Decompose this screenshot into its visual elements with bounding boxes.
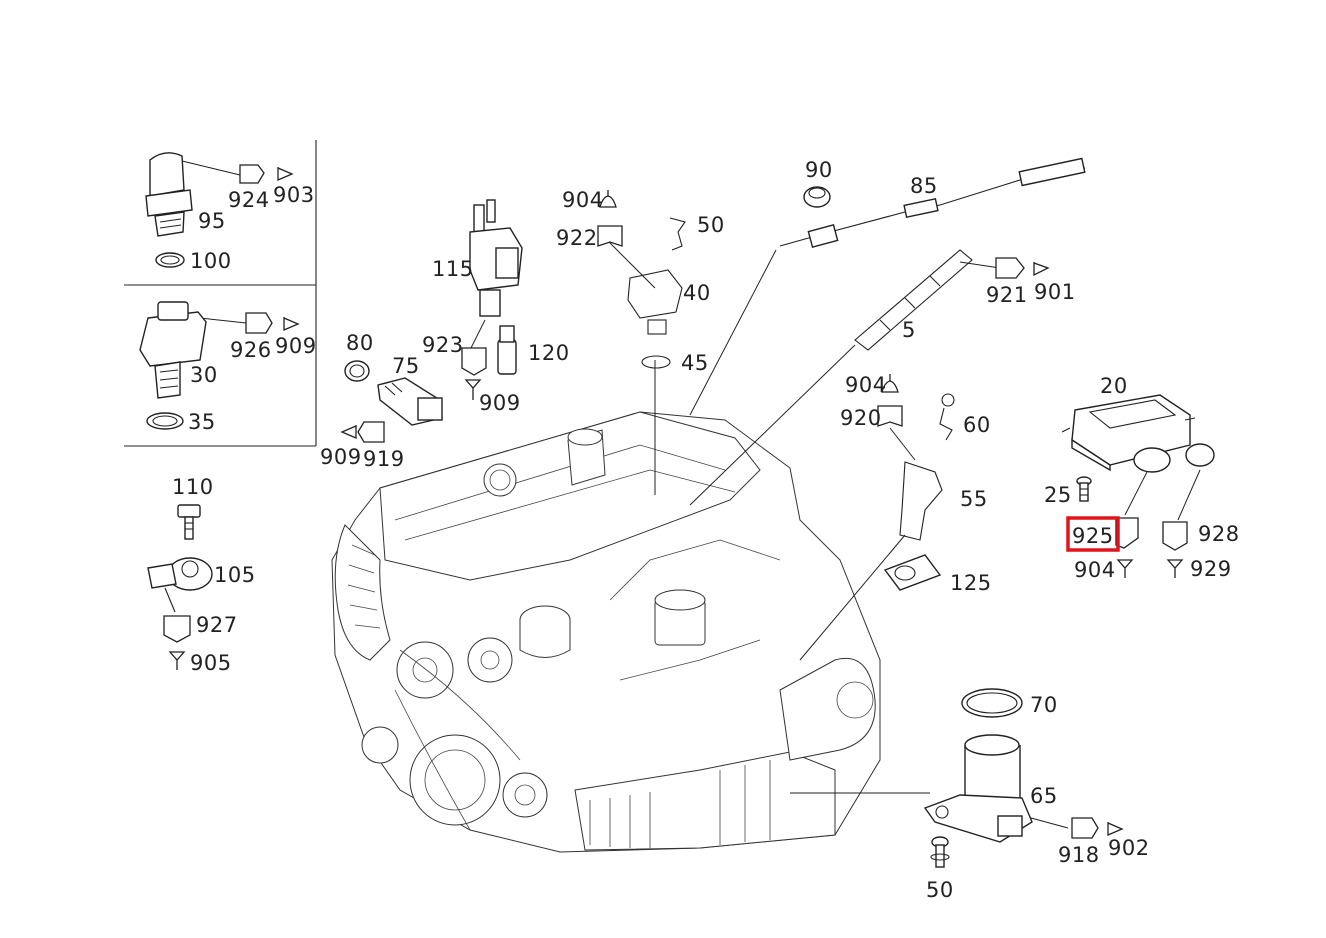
symbol-921 <box>995 257 1025 279</box>
label-904c[interactable]: 904 <box>1074 558 1116 582</box>
part-90-plug <box>803 186 831 208</box>
symbol-927 <box>163 615 191 643</box>
part-120-hose <box>497 325 517 375</box>
label-45[interactable]: 45 <box>681 351 709 375</box>
symbol-904b <box>881 374 899 393</box>
symbol-919 <box>357 421 385 443</box>
part-40-connector <box>627 269 683 335</box>
label-50b[interactable]: 50 <box>926 878 954 902</box>
label-35[interactable]: 35 <box>188 410 216 434</box>
part-60-clip <box>939 393 955 441</box>
symbol-909c <box>340 425 357 439</box>
part-55-sensor <box>899 461 943 541</box>
label-65[interactable]: 65 <box>1030 784 1058 808</box>
label-926[interactable]: 926 <box>230 338 272 362</box>
label-125[interactable]: 125 <box>950 571 992 595</box>
symbol-926 <box>245 312 273 334</box>
label-105[interactable]: 105 <box>214 563 256 587</box>
label-115[interactable]: 115 <box>432 257 474 281</box>
part-5-injector-rail <box>854 249 973 351</box>
inset-frame <box>124 140 317 447</box>
symbol-909a <box>283 317 300 331</box>
label-25[interactable]: 25 <box>1044 483 1072 507</box>
label-901[interactable]: 901 <box>1034 280 1076 304</box>
part-80-seal-ring <box>344 360 370 382</box>
part-50-bolt <box>930 836 950 868</box>
label-923[interactable]: 923 <box>422 333 464 357</box>
label-30[interactable]: 30 <box>190 363 218 387</box>
part-70-seal-ring <box>961 688 1023 718</box>
part-30-sensor <box>139 301 207 399</box>
label-919[interactable]: 919 <box>363 447 405 471</box>
label-50a[interactable]: 50 <box>697 213 725 237</box>
part-65-oil-level-sensor <box>923 734 1033 843</box>
part-20-control-unit <box>1061 394 1215 473</box>
label-924[interactable]: 924 <box>228 188 270 212</box>
symbol-909b <box>464 379 482 400</box>
label-120[interactable]: 120 <box>528 341 570 365</box>
part-85-oxygen-sensor <box>779 157 1086 248</box>
label-110[interactable]: 110 <box>172 475 214 499</box>
label-55[interactable]: 55 <box>960 487 988 511</box>
label-909a[interactable]: 909 <box>275 334 317 358</box>
symbol-928 <box>1162 521 1188 551</box>
symbol-924 <box>239 164 265 184</box>
part-75-sensor <box>377 377 443 426</box>
engine-block <box>331 411 881 853</box>
label-904b[interactable]: 904 <box>845 373 887 397</box>
symbol-905 <box>168 651 186 670</box>
label-60[interactable]: 60 <box>963 413 991 437</box>
label-920[interactable]: 920 <box>840 406 882 430</box>
symbol-918 <box>1071 817 1099 839</box>
leader-lines <box>177 159 1201 829</box>
part-35-seal-ring <box>146 412 184 430</box>
symbol-920 <box>877 405 903 427</box>
symbol-925 <box>1115 517 1139 549</box>
part-labels: 924 903 95 100 926 909 30 35 110 105 927… <box>172 158 1240 902</box>
label-5[interactable]: 5 <box>902 318 916 342</box>
part-115-valve <box>469 199 523 317</box>
symbol-904a <box>599 190 617 208</box>
label-70[interactable]: 70 <box>1030 693 1058 717</box>
label-90[interactable]: 90 <box>805 158 833 182</box>
part-125-gasket <box>883 554 942 591</box>
label-921[interactable]: 921 <box>986 283 1028 307</box>
label-928[interactable]: 928 <box>1198 522 1240 546</box>
label-925[interactable]: 925 <box>1072 524 1114 548</box>
part-100-seal-ring <box>155 252 185 268</box>
label-922[interactable]: 922 <box>556 226 598 250</box>
label-905[interactable]: 905 <box>190 651 232 675</box>
label-20[interactable]: 20 <box>1100 374 1128 398</box>
part-105-knock-sensor <box>147 557 213 613</box>
part-25-bolt <box>1076 476 1092 502</box>
label-85[interactable]: 85 <box>910 174 938 198</box>
label-75[interactable]: 75 <box>392 354 420 378</box>
label-40[interactable]: 40 <box>683 281 711 305</box>
symbol-902 <box>1107 822 1124 836</box>
label-904a[interactable]: 904 <box>562 188 604 212</box>
label-902[interactable]: 902 <box>1108 836 1150 860</box>
label-925-highlight <box>1066 516 1120 552</box>
part-110-bolt <box>177 504 201 540</box>
label-100[interactable]: 100 <box>190 249 232 273</box>
label-909b[interactable]: 909 <box>479 391 521 415</box>
symbol-922 <box>597 225 623 247</box>
label-80[interactable]: 80 <box>346 331 374 355</box>
symbol-901 <box>1033 262 1050 277</box>
symbol-903 <box>277 167 294 181</box>
label-927[interactable]: 927 <box>196 613 238 637</box>
label-929[interactable]: 929 <box>1190 557 1232 581</box>
label-918[interactable]: 918 <box>1058 843 1100 867</box>
symbol-923 <box>461 347 487 376</box>
symbol-929 <box>1166 559 1184 578</box>
symbol-904c <box>1116 559 1134 578</box>
label-909c[interactable]: 909 <box>320 445 362 469</box>
part-95-pressure-sensor <box>145 152 193 237</box>
part-45-seal <box>641 355 671 369</box>
part-50-clip <box>669 217 686 251</box>
label-903[interactable]: 903 <box>273 183 315 207</box>
label-95[interactable]: 95 <box>198 209 226 233</box>
